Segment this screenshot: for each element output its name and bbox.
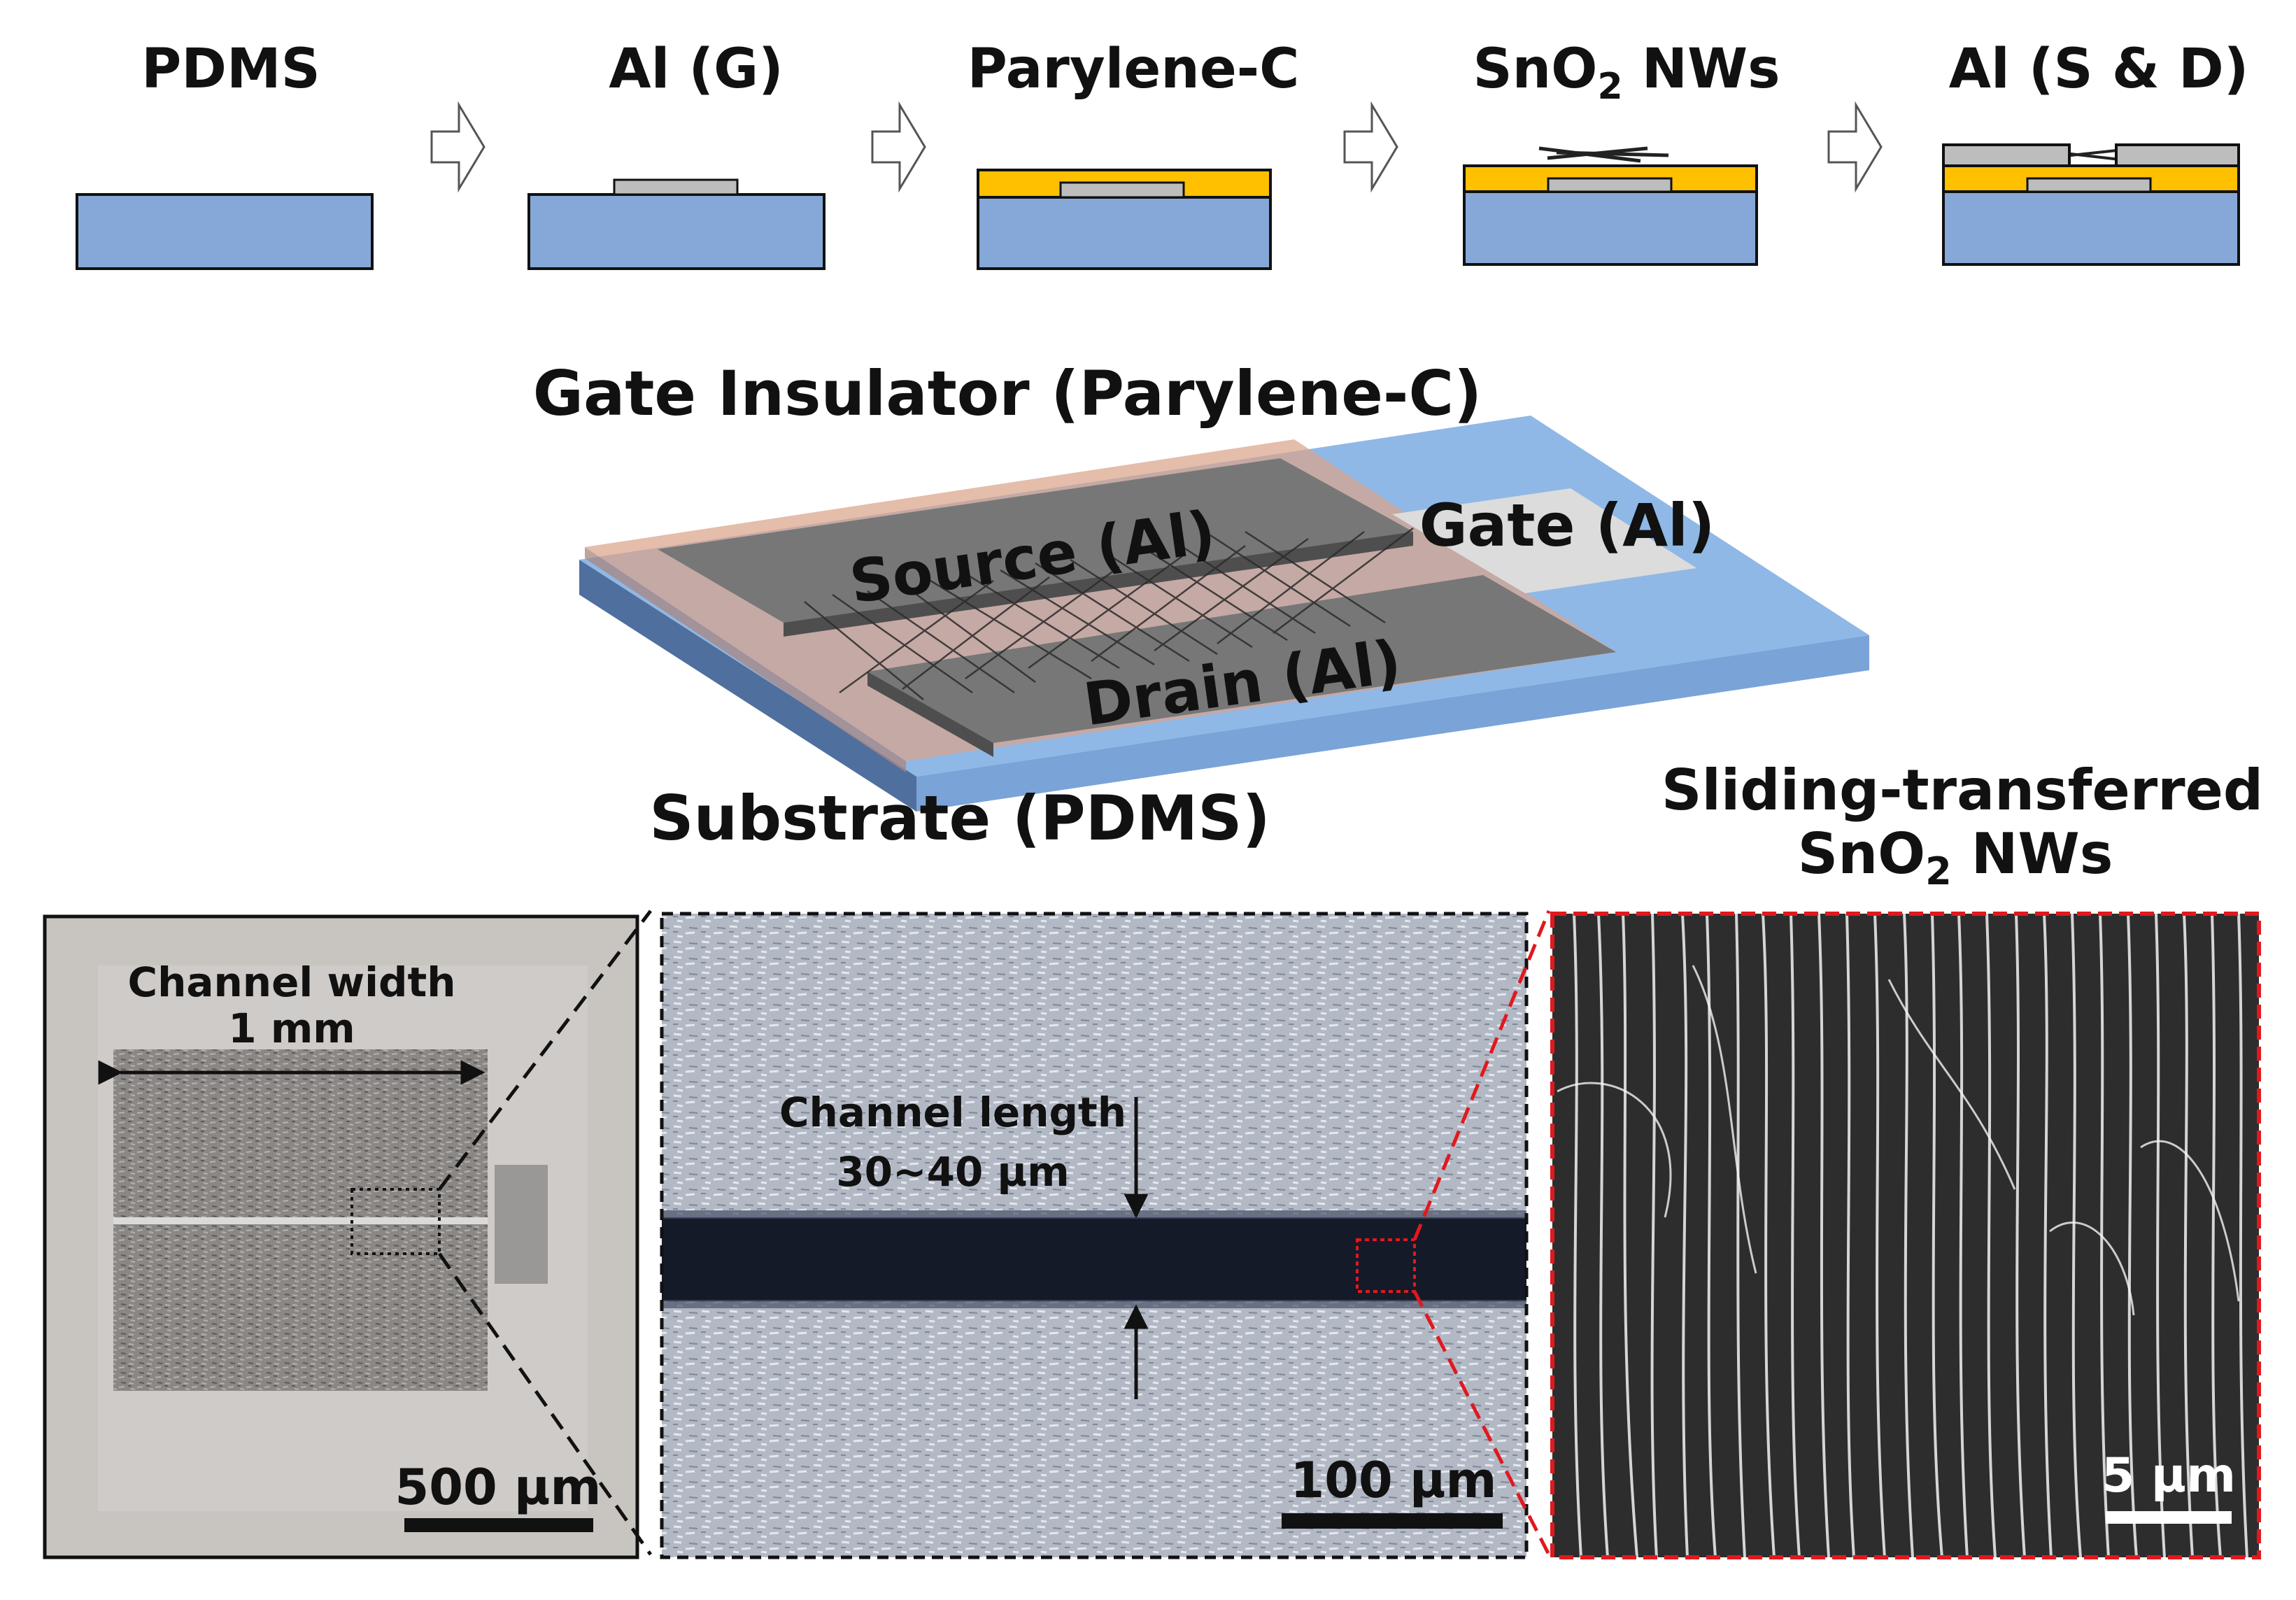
step-label-al-sd: Al (S & D) [1949, 38, 2249, 101]
step5-pdms-layer [1942, 190, 2240, 266]
step-label-parylene: Parylene-C [968, 38, 1300, 101]
channel-length-value: 30~40 µm [836, 1148, 1069, 1196]
step2-pdms-layer [527, 193, 825, 270]
sem-curved-wires [1557, 965, 2240, 1316]
step1-pdms-layer [76, 193, 374, 270]
microscope-channel-glow-bottom [662, 1300, 1526, 1308]
gate-electrode-3d [1392, 488, 1696, 593]
step5-drain-electrode [2115, 143, 2240, 167]
channel-width-label: Channel width [128, 958, 456, 1006]
sem-scale-bar [2106, 1511, 2232, 1524]
sem-zoom-line-top [1412, 910, 1551, 1240]
gate-insulator-label: Gate Insulator (Parylene-C) [533, 357, 1482, 430]
photo-scale-bar [404, 1518, 593, 1532]
process-arrow-3 [1343, 101, 1398, 193]
photo-channel-gap [113, 1217, 488, 1224]
microscope-panel: Channel length 30~40 µm 100 µm [660, 912, 1529, 1559]
microscope-channel [662, 1217, 1526, 1301]
device-schematic: Gate Insulator (Parylene-C) [533, 357, 1869, 854]
sem-title-line1: Sliding-transferred [1661, 758, 2263, 823]
step2-gate-electrode [613, 178, 739, 196]
photo-gate-pad [495, 1165, 548, 1284]
substrate-right-face [916, 635, 1869, 812]
photo-zoom-box [350, 1188, 441, 1255]
source-electrode-3d [658, 458, 1413, 623]
sem-title-line2: SnO2 NWs [1798, 821, 2113, 893]
step4-pdms-layer [1463, 190, 1758, 266]
microscope-zoom-box [1356, 1238, 1416, 1293]
step4-nanowires [1538, 146, 1669, 163]
parylene-insulator-edge [585, 547, 906, 772]
sem-scale-bar-label: 5 µm [2102, 1448, 2236, 1503]
source-electrode-edge [784, 532, 1413, 637]
step-label-al-gate: Al (G) [609, 38, 784, 101]
microscope-scale-bar-label: 100 µm [1291, 1452, 1497, 1509]
drain-electrode-edge [867, 672, 993, 757]
photo-scale-bar-label: 500 µm [395, 1459, 602, 1516]
channel-width-value: 1 mm [228, 1005, 355, 1052]
gate-label: Gate (Al) [1419, 491, 1715, 560]
step3-pdms-layer [977, 196, 1272, 270]
drain-electrode-3d [867, 575, 1616, 743]
step4-gate-electrode [1547, 177, 1673, 193]
photo-drain-electrode [113, 1224, 488, 1391]
step5-source-electrode [1942, 143, 2071, 167]
microscope-scale-bar [1282, 1513, 1503, 1529]
step-label-sno2-nws: SnO2 NWs [1473, 38, 1780, 108]
channel-nanowires [804, 528, 1414, 700]
sem-nanowires [1573, 913, 2248, 1558]
substrate-front-face [579, 560, 916, 812]
step5-gate-electrode [2026, 177, 2152, 193]
zoom-line-bottom [437, 1252, 653, 1556]
step-label-pdms: PDMS [141, 38, 320, 101]
microscope-frame [660, 912, 1529, 1559]
process-arrow-4 [1827, 101, 1883, 193]
sem-frame [1550, 912, 2261, 1559]
step3-gate-electrode [1059, 181, 1185, 199]
device-photo-panel: Channel width 1 mm 500 µm [43, 914, 639, 1559]
process-arrow-2 [871, 101, 926, 193]
sem-panel: Sliding-transferred SnO2 NWs [1550, 758, 2263, 1559]
process-flow: PDMS Al (G) Parylene-C SnO2 NWs Al (S & … [76, 38, 2249, 270]
microscope-channel-glow-top [662, 1210, 1526, 1219]
zoom-line-top [438, 909, 652, 1191]
substrate-label: Substrate (PDMS) [649, 782, 1270, 854]
process-arrow-1 [430, 101, 486, 193]
photo-source-electrode [113, 1049, 488, 1217]
channel-length-label: Channel length [779, 1089, 1126, 1136]
